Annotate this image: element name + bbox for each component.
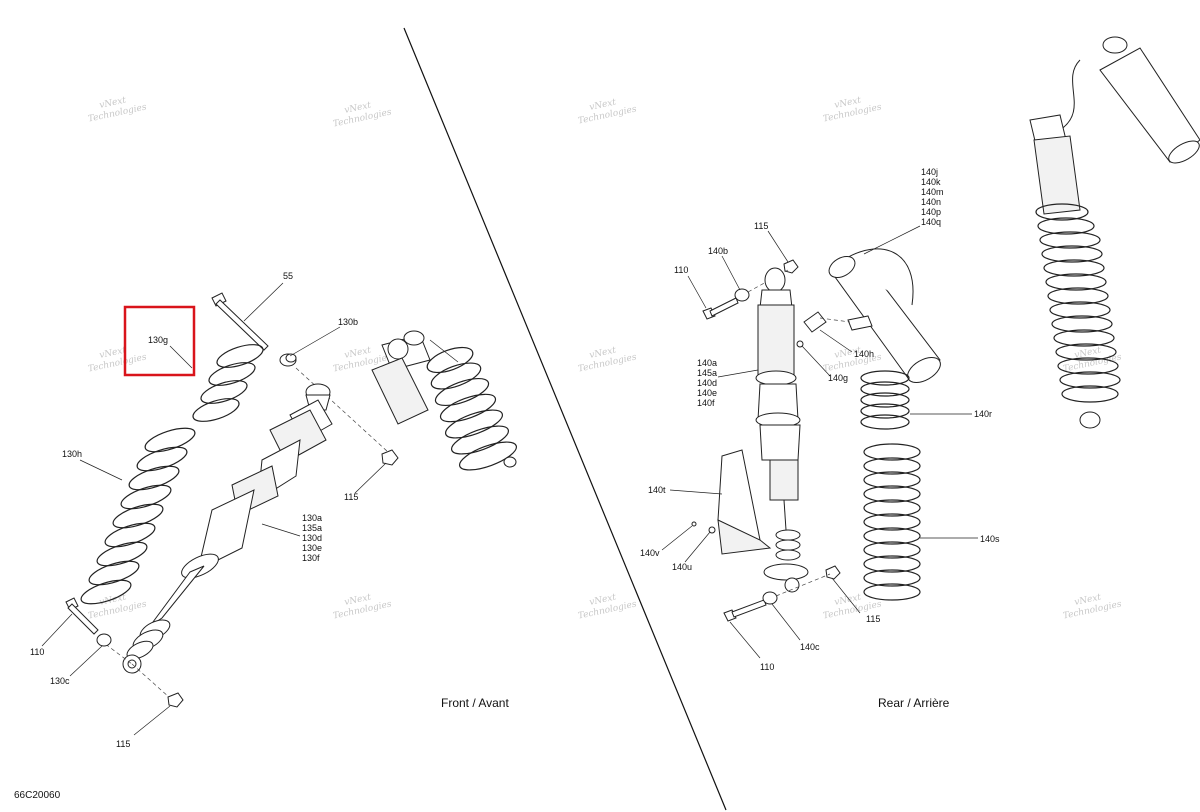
spring-140s: [863, 443, 921, 601]
nut-115-rear-lower: [825, 565, 841, 580]
bushing-140b: [734, 288, 750, 302]
spring-140r: [860, 370, 910, 430]
callout-145a: 145a: [697, 368, 717, 378]
callout-130e: 130e: [302, 543, 322, 553]
callout-140g: 140g: [828, 373, 848, 383]
callout-140s: 140s: [980, 534, 1000, 544]
callout-130g: 130g: [148, 335, 168, 345]
bushing-140c: [762, 591, 778, 605]
callout-140c: 140c: [800, 642, 820, 652]
fitting-140h: [796, 311, 873, 348]
nut-115-upper: [381, 449, 399, 466]
bushing-130b: [279, 353, 297, 367]
callout-115-front-upper: 115: [344, 492, 358, 502]
callout-140q: 140q: [921, 217, 941, 227]
callout-140r: 140r: [974, 409, 992, 419]
bolt-110-rear-upper: [702, 297, 739, 320]
callout-140j: 140j: [921, 167, 938, 177]
callout-140d: 140d: [697, 378, 717, 388]
callout-130b: 130b: [338, 317, 358, 327]
callout-140a: 140a: [697, 358, 717, 368]
front-assembly: 55 130b 130g 130h 115 130a 135a 130d 130…: [30, 271, 517, 749]
callout-140v: 140v: [640, 548, 660, 558]
callout-135a: 135a: [302, 523, 322, 533]
callout-115-rear-lower: 115: [866, 614, 880, 624]
callout-140k: 140k: [921, 177, 941, 187]
rear-assembly: 115 140b 110 140j 140k 140m 140n 140p 14…: [640, 36, 1200, 710]
spring-130g: [192, 344, 264, 422]
callout-140f: 140f: [697, 398, 715, 408]
bushing-130c: [96, 633, 112, 647]
nut-115-rear-upper: [783, 259, 799, 274]
callout-110-rear-lower: 110: [760, 662, 774, 672]
spring-130h: [80, 427, 196, 605]
callout-140m: 140m: [921, 187, 944, 197]
callout-140b: 140b: [708, 246, 728, 256]
rear-title: Rear / Arrière: [878, 696, 950, 710]
callout-130h: 130h: [62, 449, 82, 459]
bolt-55: [211, 292, 269, 351]
callout-110-front: 110: [30, 647, 44, 657]
callout-130f: 130f: [302, 553, 320, 563]
callout-115-rear-upper: 115: [754, 221, 768, 231]
section-divider: [403, 27, 727, 811]
bolt-110-front: [65, 597, 99, 635]
nut-115-lower: [167, 692, 184, 708]
assembled-front-shock: [371, 330, 517, 471]
guard-140t: [691, 449, 772, 555]
highlight-box: [123, 305, 196, 377]
assembled-rear-shock: [1029, 36, 1200, 429]
callout-115-front-lower: 115: [116, 739, 130, 749]
bolt-110-rear-lower: [723, 599, 767, 622]
callout-110-rear-upper: 110: [674, 265, 688, 275]
callout-140h: 140h: [854, 349, 874, 359]
callout-130d: 130d: [302, 533, 322, 543]
front-title: Front / Avant: [441, 696, 509, 710]
reservoir-140j: [828, 248, 941, 383]
shock-130a: [122, 383, 333, 674]
callout-140t: 140t: [648, 485, 666, 495]
callout-140e: 140e: [697, 388, 717, 398]
callout-130a: 130a: [302, 513, 322, 523]
reference-code: 66C20060: [14, 790, 61, 801]
callout-140p: 140p: [921, 207, 941, 217]
shock-140a: [755, 267, 809, 593]
callout-55: 55: [283, 271, 293, 281]
callout-140u: 140u: [672, 562, 692, 572]
callout-130c: 130c: [50, 676, 70, 686]
callout-140n: 140n: [921, 197, 941, 207]
